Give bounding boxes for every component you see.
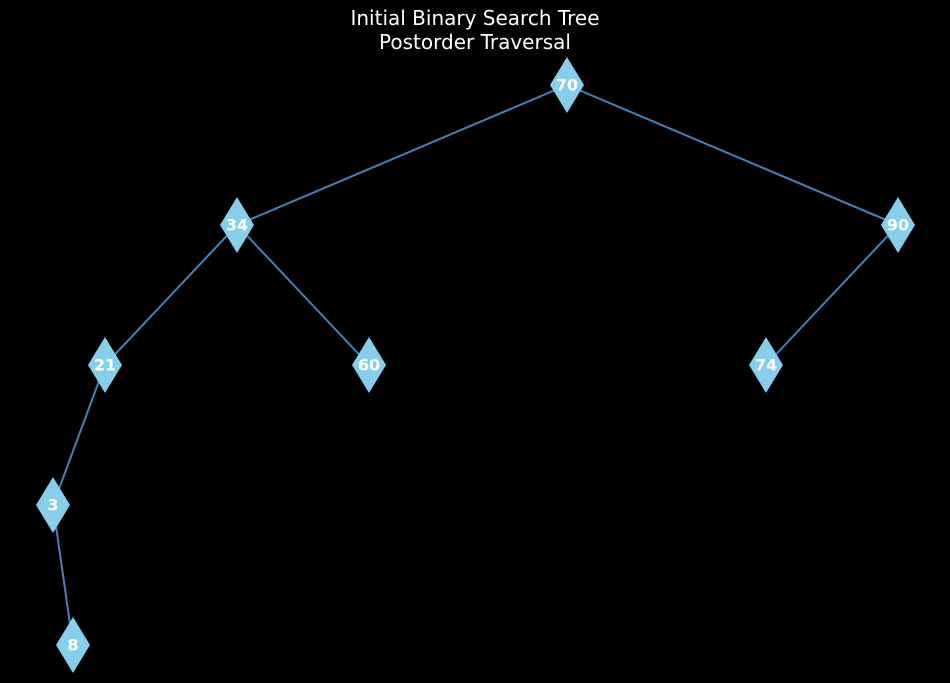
tree-node-3: 3 [36,477,70,533]
edge-70-34 [236,84,568,226]
node-label: 74 [755,356,777,375]
node-diamond [88,337,122,393]
tree-node-8: 8 [56,617,90,673]
node-label: 3 [47,496,58,515]
node-diamond [36,477,70,533]
diagram-subtitle: Postorder Traversal [379,30,571,54]
node-diamond [56,617,90,673]
tree-node-21: 21 [88,337,122,393]
edge-70-90 [566,84,899,226]
edge-34-60 [236,224,370,366]
tree-node-74: 74 [749,337,783,393]
node-diamond [550,57,584,113]
edges-layer [52,84,899,646]
node-label: 60 [358,356,380,375]
edge-3-8 [52,504,74,646]
tree-node-90: 90 [881,197,915,253]
tree-node-60: 60 [352,337,386,393]
node-diamond [352,337,386,393]
diagram-title: Initial Binary Search Tree [350,6,600,30]
node-diamond [220,197,254,253]
node-diamond [881,197,915,253]
nodes-layer: 70 34 90 21 60 74 3 8 [36,57,915,673]
node-label: 90 [887,216,909,235]
node-diamond [749,337,783,393]
node-label: 34 [226,216,248,235]
edge-90-74 [765,224,899,366]
tree-node-70: 70 [550,57,584,113]
node-label: 21 [94,356,116,375]
node-label: 70 [556,76,578,95]
edge-21-3 [52,364,106,506]
edge-34-21 [104,224,238,366]
tree-node-34: 34 [220,197,254,253]
node-label: 8 [67,636,78,655]
